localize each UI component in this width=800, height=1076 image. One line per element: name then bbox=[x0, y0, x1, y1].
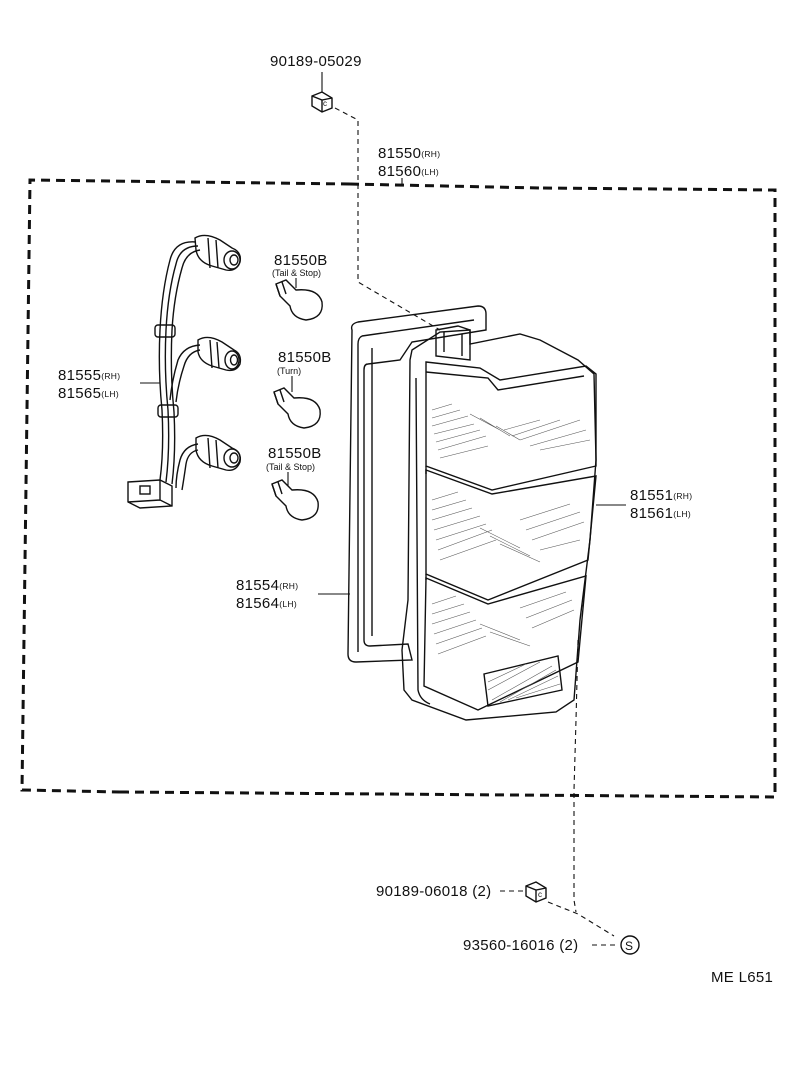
svg-text:81551(RH): 81551(RH) bbox=[630, 487, 692, 504]
nut-number: 93560-16016 bbox=[463, 937, 555, 954]
gasket-side-lh: (LH) bbox=[279, 599, 297, 609]
lamp-assy-side-rh: (RH) bbox=[421, 149, 440, 159]
svg-text:c: c bbox=[538, 890, 542, 899]
socket-wire-harness bbox=[127, 234, 242, 509]
nut-symbol: S bbox=[620, 935, 640, 955]
lens-number-rh: 81551 bbox=[630, 487, 673, 504]
lens-side-rh: (RH) bbox=[673, 491, 692, 501]
svg-text:c: c bbox=[323, 99, 327, 108]
svg-text:81560(LH): 81560(LH) bbox=[378, 163, 439, 180]
bulb-upper-number: 81550B bbox=[274, 252, 328, 269]
assembly-frame bbox=[20, 178, 777, 799]
screw-top-number: 90189-05029 bbox=[270, 53, 362, 70]
bulb-turn bbox=[273, 387, 321, 429]
socket-wire-number-rh: 81555 bbox=[58, 367, 101, 384]
gasket-side-rh: (RH) bbox=[279, 581, 298, 591]
gasket-number-rh: 81554 bbox=[236, 577, 279, 594]
screw-bottom-label: 90189-06018 (2) bbox=[376, 883, 491, 900]
gasket-label: 81554(RH) 81564(LH) bbox=[236, 577, 350, 612]
svg-text:81554(RH): 81554(RH) bbox=[236, 577, 298, 594]
bulb-tail-stop-upper bbox=[275, 279, 323, 321]
screw-top: c bbox=[311, 91, 333, 113]
svg-text:81550(RH): 81550(RH) bbox=[378, 145, 440, 162]
gasket-number-lh: 81564 bbox=[236, 595, 279, 612]
socket-wire-label: 81555(RH) 81565(LH) bbox=[58, 367, 160, 402]
lamp-assy-side-lh: (LH) bbox=[421, 167, 439, 177]
svg-text:81564(LH): 81564(LH) bbox=[236, 595, 297, 612]
lens-number-lh: 81561 bbox=[630, 505, 673, 522]
svg-text:81565(LH): 81565(LH) bbox=[58, 385, 119, 402]
gasket bbox=[347, 305, 487, 663]
screw-bottom: c bbox=[525, 881, 547, 903]
bulb-lower-number: 81550B bbox=[268, 445, 322, 462]
lens-side-lh: (LH) bbox=[673, 509, 691, 519]
bulb-tail-stop-lower bbox=[271, 479, 319, 521]
bulb-turn-number: 81550B bbox=[278, 349, 332, 366]
lamp-assy-label: 81550(RH) 81560(LH) bbox=[378, 145, 440, 184]
bulb-turn-caption: (Turn) bbox=[277, 366, 301, 376]
nut-symbol-letter: S bbox=[625, 939, 633, 953]
diagram-id: ME L651 bbox=[711, 969, 773, 986]
screw-bottom-number: 90189-06018 bbox=[376, 883, 468, 900]
svg-text:81555(RH): 81555(RH) bbox=[58, 367, 120, 384]
lamp-body-lens bbox=[401, 325, 597, 721]
socket-wire-side-rh: (RH) bbox=[101, 371, 120, 381]
lens-label: 81551(RH) 81561(LH) bbox=[596, 487, 692, 522]
svg-text:81561(LH): 81561(LH) bbox=[630, 505, 691, 522]
bulb-lower-caption: (Tail & Stop) bbox=[266, 462, 315, 472]
nut-label: 93560-16016 (2) bbox=[463, 937, 578, 954]
socket-wire-number-lh: 81565 bbox=[58, 385, 101, 402]
socket-wire-side-lh: (LH) bbox=[101, 389, 119, 399]
screw-bottom-qty: (2) bbox=[472, 883, 491, 900]
lamp-assy-number-lh: 81560 bbox=[378, 163, 421, 180]
bulb-upper-caption: (Tail & Stop) bbox=[272, 268, 321, 278]
lamp-assy-number-rh: 81550 bbox=[378, 145, 421, 162]
nut-qty: (2) bbox=[559, 937, 578, 954]
